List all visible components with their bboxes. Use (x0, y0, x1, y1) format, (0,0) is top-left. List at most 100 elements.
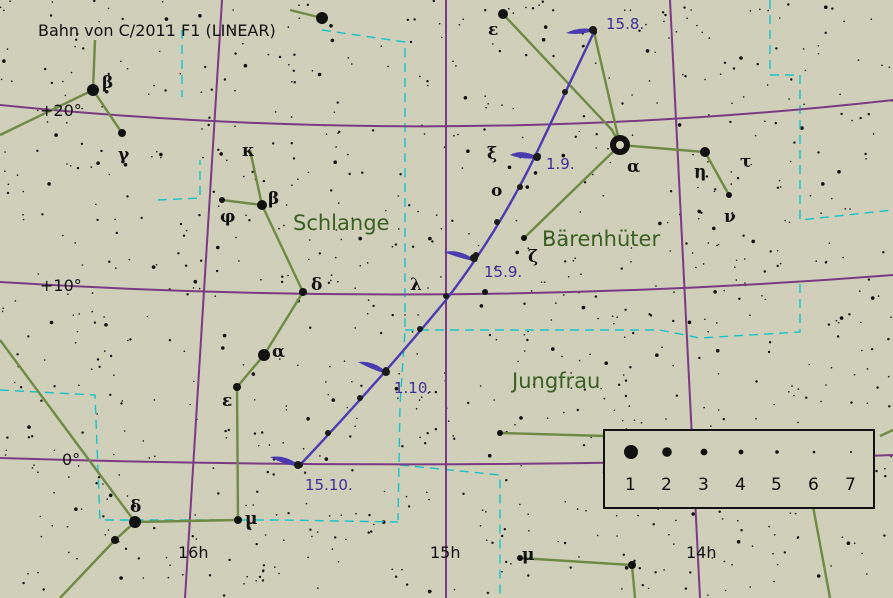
field-star (142, 577, 145, 579)
field-star (282, 442, 285, 444)
field-star (783, 551, 786, 554)
field-star (253, 432, 257, 435)
field-star (846, 541, 851, 545)
label-ra-15: 15h (430, 543, 461, 562)
field-star (523, 302, 526, 305)
field-star (354, 425, 356, 428)
field-star (129, 338, 132, 341)
field-star (293, 53, 296, 56)
field-star (161, 0, 164, 3)
field-star (22, 190, 25, 193)
comet-date-label: 15.9. (484, 263, 522, 281)
field-star (672, 364, 674, 367)
field-star (74, 242, 77, 244)
field-star (53, 449, 56, 452)
field-star (779, 17, 781, 19)
field-star (766, 84, 769, 86)
field-star (779, 262, 782, 265)
field-star (347, 153, 349, 156)
field-star (90, 166, 93, 168)
field-star (736, 176, 740, 180)
field-star (115, 267, 117, 269)
field-star (426, 491, 428, 494)
field-star (594, 295, 598, 298)
field-star (351, 380, 353, 383)
field-star (835, 319, 838, 322)
field-star (876, 386, 879, 389)
field-star (411, 245, 415, 248)
field-star (272, 473, 275, 476)
field-star (684, 75, 687, 78)
field-star (398, 228, 400, 230)
star-label-boo-epsilon: ε (488, 20, 498, 40)
field-star (526, 338, 529, 342)
field-star (731, 102, 733, 105)
field-star (146, 315, 149, 318)
field-star (68, 551, 70, 554)
field-star (528, 530, 530, 532)
field-star (582, 44, 585, 48)
field-star (281, 275, 284, 278)
field-star (22, 218, 25, 221)
field-star (394, 386, 399, 391)
field-star (486, 591, 490, 595)
field-star (453, 437, 456, 440)
field-star (640, 422, 643, 424)
field-star (3, 9, 5, 12)
field-star (629, 9, 632, 11)
field-star (683, 6, 686, 9)
star-top-edge (316, 12, 328, 24)
legend-mag-label: 4 (735, 475, 746, 495)
field-star (715, 322, 718, 324)
field-star (253, 398, 256, 401)
field-star (307, 258, 310, 261)
field-star (697, 217, 700, 220)
star-boo-epsilon (498, 9, 508, 19)
chart-title: Bahn von C/2011 F1 (LINEAR) (38, 21, 276, 40)
star-her-gamma (118, 129, 126, 137)
star-label-ser-alpha: α (272, 342, 285, 362)
field-star (479, 304, 484, 308)
field-star (337, 280, 339, 283)
field-star (123, 162, 128, 167)
field-star (398, 372, 400, 375)
field-star (153, 526, 156, 530)
field-star (447, 420, 450, 423)
star-label-vir-mu: μ (522, 545, 534, 565)
field-star (479, 385, 482, 387)
field-star (867, 278, 871, 281)
field-star (731, 211, 734, 214)
field-star (394, 243, 398, 246)
field-star (685, 242, 688, 245)
field-star (797, 421, 799, 424)
field-star (578, 556, 580, 558)
field-star (595, 133, 598, 136)
field-star (647, 587, 650, 590)
field-star (54, 133, 58, 137)
field-star (354, 287, 357, 290)
star-vir-mu (517, 555, 523, 561)
field-star (360, 384, 363, 387)
field-star (207, 123, 210, 127)
field-star (44, 67, 47, 71)
field-star (867, 113, 870, 116)
field-star (620, 267, 623, 270)
field-star (397, 195, 400, 197)
field-star (732, 67, 736, 70)
field-star (355, 512, 357, 515)
field-star (525, 53, 528, 57)
field-star (853, 542, 856, 545)
field-star (354, 327, 357, 329)
field-star (700, 211, 703, 214)
field-star (252, 504, 254, 506)
field-star (739, 56, 743, 60)
field-star (621, 22, 623, 25)
field-star (848, 313, 851, 316)
field-star (305, 502, 308, 505)
field-star (736, 540, 741, 544)
field-star (797, 388, 800, 390)
field-star (287, 274, 289, 277)
field-star (243, 63, 248, 68)
field-star (692, 153, 694, 156)
field-star (648, 80, 651, 82)
